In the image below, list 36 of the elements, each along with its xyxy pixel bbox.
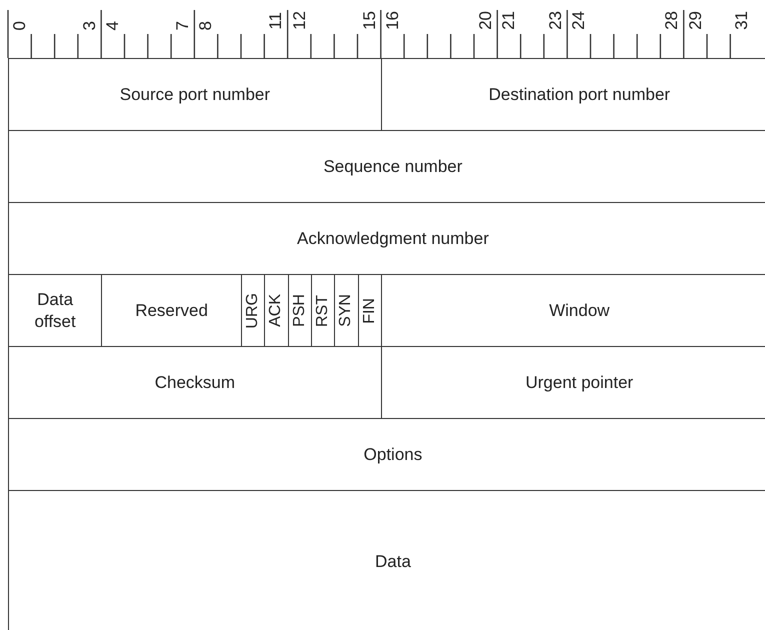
field-label: FIN (362, 298, 378, 324)
field-label: Urgent pointer (525, 372, 634, 394)
field-label: Reserved (135, 300, 208, 322)
bit-number: 20 (477, 11, 494, 30)
field-label: PSH (292, 294, 308, 328)
bit-number: 28 (663, 11, 680, 30)
bit-number: 24 (570, 11, 588, 30)
field-label: SYN (338, 294, 354, 328)
field-label: Destination port number (488, 84, 670, 106)
bit-number: 21 (500, 11, 518, 30)
field-label: Source port number (120, 84, 270, 106)
bit-number: 12 (290, 11, 308, 30)
field-label: RST (315, 294, 332, 327)
bit-number: 11 (267, 12, 284, 30)
header-field (8, 58, 381, 132)
field-label: ACK (268, 294, 284, 328)
field-label: Sequence number (323, 156, 462, 178)
bit-number: 16 (384, 11, 401, 30)
bit-number: 23 (546, 11, 564, 30)
field-label: Options (364, 444, 422, 466)
bit-number: 3 (80, 20, 98, 30)
header-field (380, 58, 765, 132)
bit-number: 31 (733, 11, 750, 30)
field-label: Checksum (154, 372, 236, 394)
field-label: Window (549, 300, 610, 322)
bit-number: 29 (686, 11, 704, 30)
bit-number: 0 (11, 20, 28, 30)
bit-number: 7 (174, 20, 192, 30)
field-label: URG (245, 292, 262, 328)
bit-number: 4 (104, 20, 122, 30)
field-label: Acknowledgment number (297, 228, 489, 250)
bit-number: 8 (197, 20, 214, 30)
flag-field (241, 274, 264, 348)
field-label: Data (374, 550, 411, 572)
field-label: Data offset (33, 289, 77, 332)
bit-number: 15 (360, 11, 378, 30)
